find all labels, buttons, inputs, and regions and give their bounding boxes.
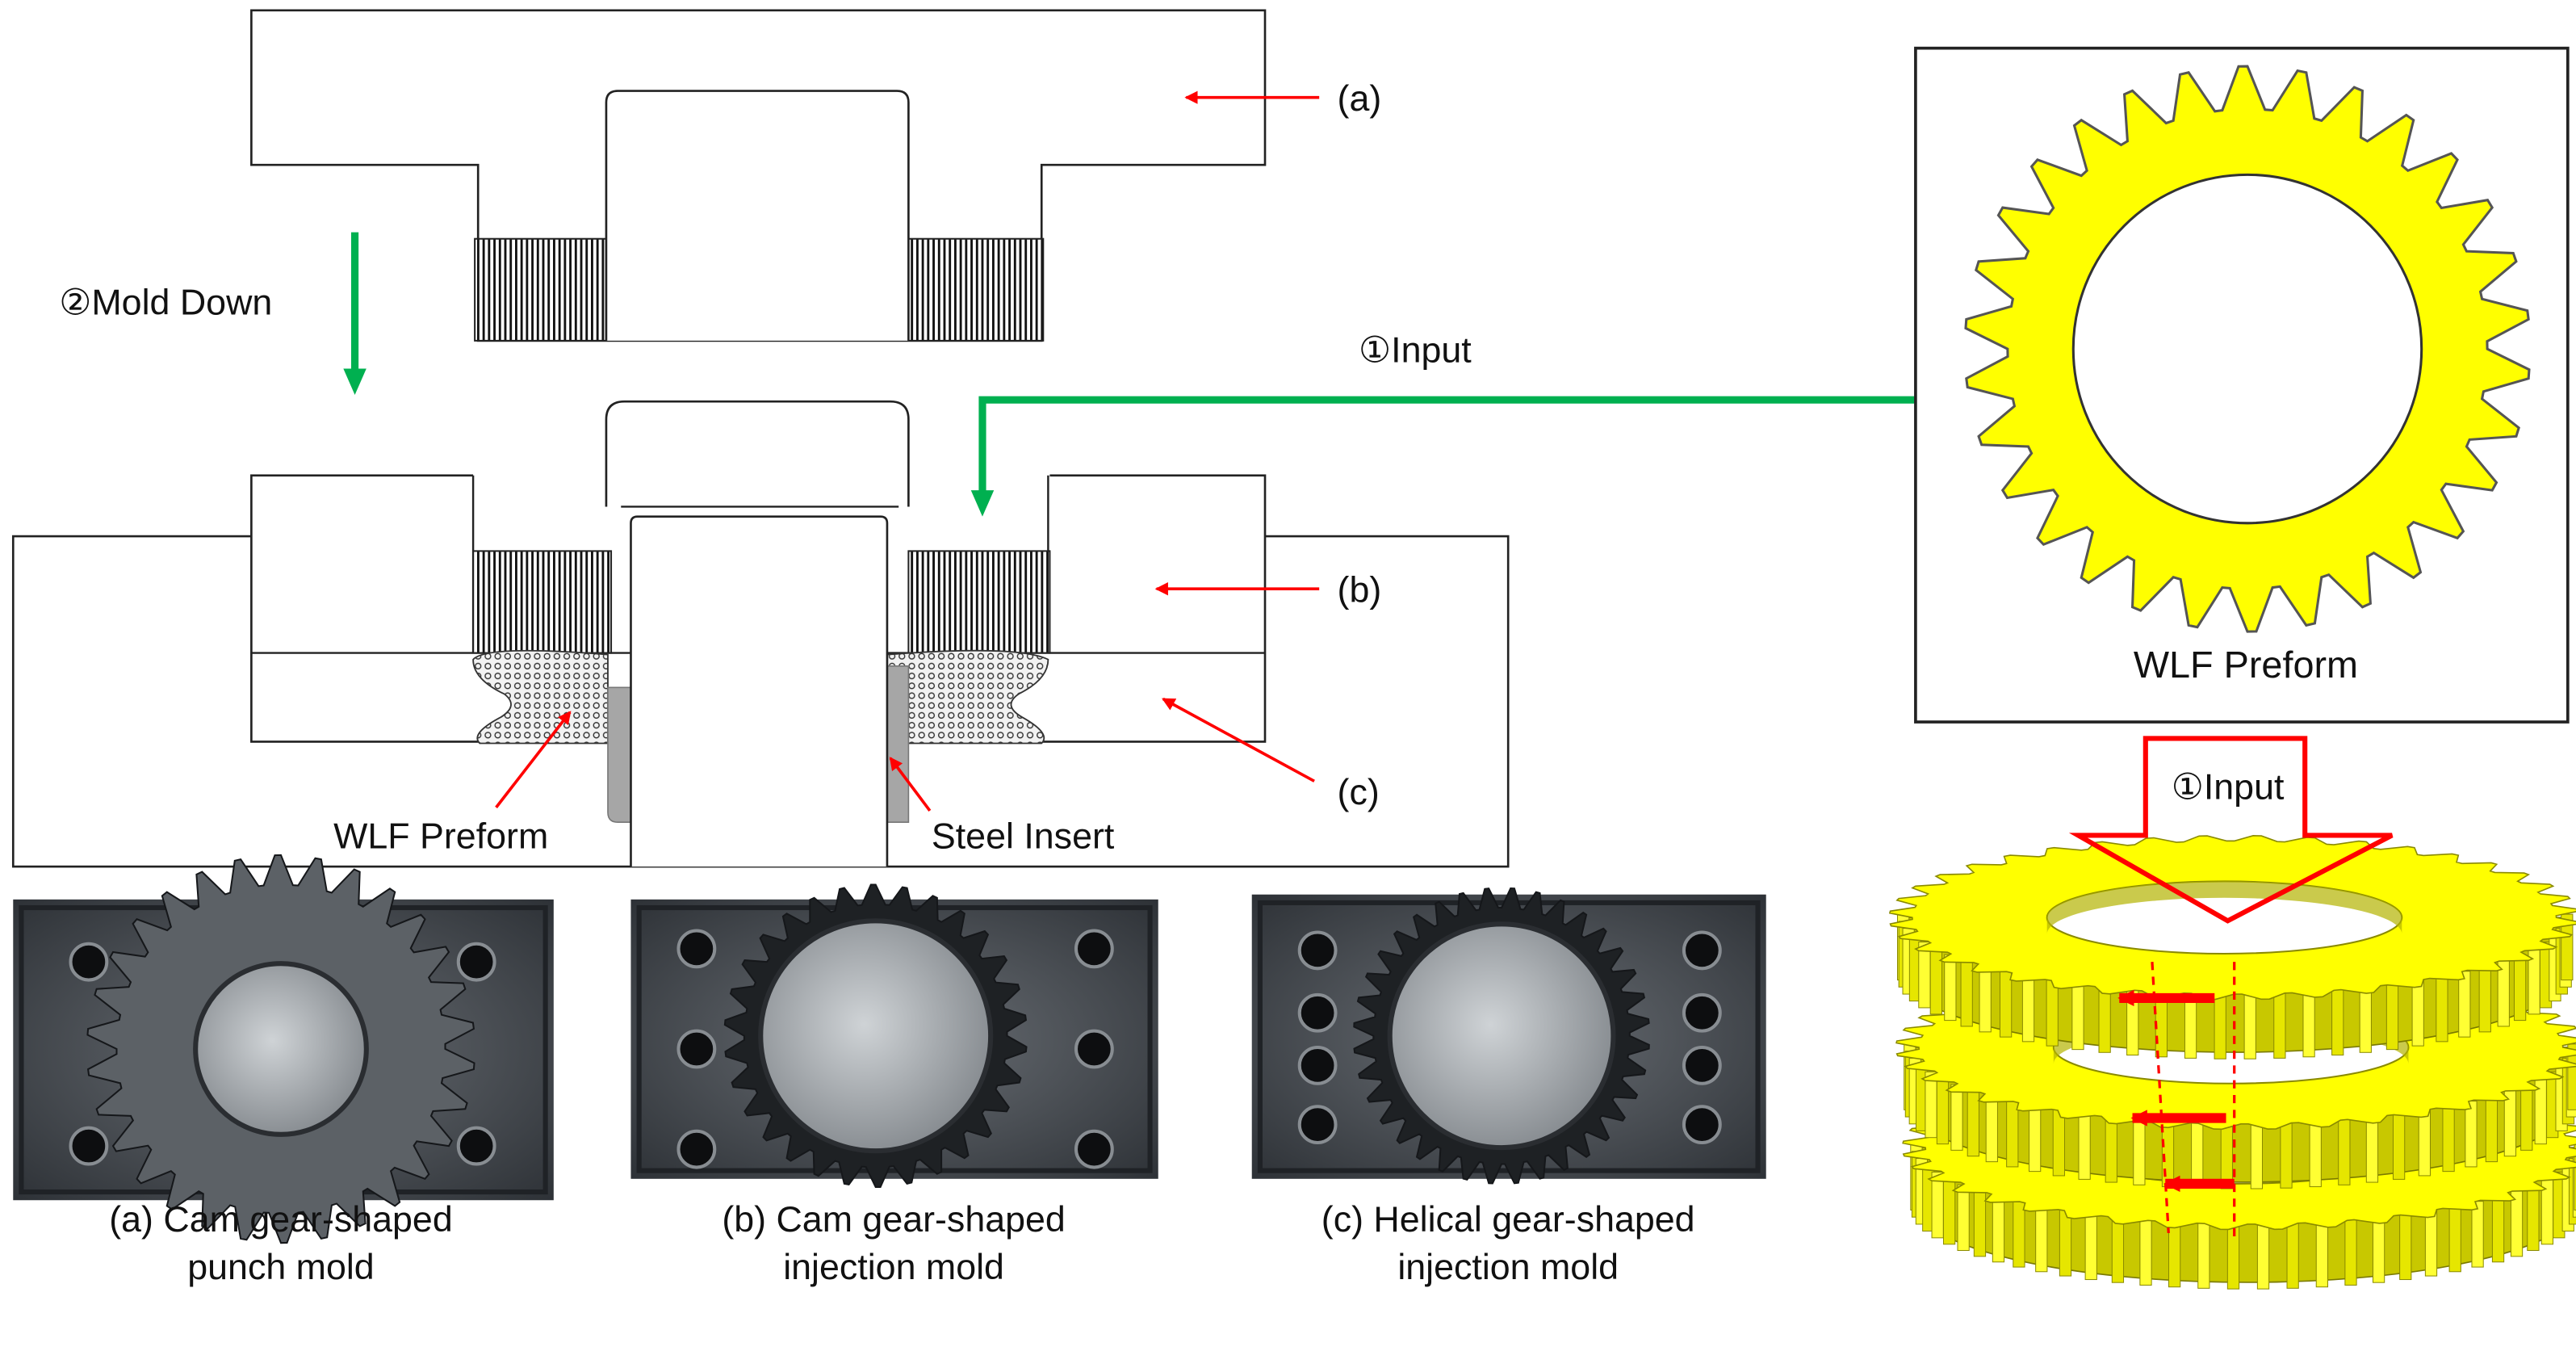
photo-b (630, 883, 1158, 1188)
photo-a (13, 854, 554, 1244)
bolt-hole (1682, 992, 1722, 1033)
photo-c-caption-line2: injection mold (1397, 1247, 1619, 1287)
label-input-top: ①Input (1359, 329, 1472, 370)
bolt-hole (1297, 992, 1338, 1033)
bolt-hole (456, 1126, 496, 1166)
bolt-hole (676, 929, 717, 969)
bolt-hole (1297, 930, 1338, 971)
bolt-hole (1074, 929, 1114, 969)
photo-a-caption-line2: punch mold (187, 1247, 374, 1287)
stacked-gear-3d: ①Input (1888, 736, 2576, 1290)
photo-c (1251, 887, 1766, 1185)
photo-b-caption-line2: injection mold (783, 1247, 1004, 1287)
input-flow-arrow (978, 396, 1916, 494)
bolt-hole (1074, 1029, 1114, 1069)
label-input-3d: ①Input (2172, 767, 2285, 808)
label-steel-insert: Steel Insert (932, 816, 1115, 857)
gear-layer-3 (1888, 835, 2576, 1059)
input-big-arrow (2068, 736, 2394, 924)
bolt-hole (1682, 1105, 1722, 1145)
bolt-hole (1682, 930, 1722, 971)
panel-gear-bore (2071, 173, 2423, 525)
steel-insert-right (886, 665, 910, 823)
bolt-hole (1074, 1129, 1114, 1169)
injection-mold-section (11, 400, 1510, 868)
mold-photos (13, 854, 1766, 1244)
label-b: (b) (1338, 569, 1382, 610)
label-c: (c) (1338, 772, 1380, 812)
wlf-preform-panel: WLF Preform (1914, 46, 2570, 724)
photo-a-caption-line1: (a) Cam gear-shaped (109, 1199, 452, 1240)
bolt-hole (69, 1126, 109, 1166)
green-arrows (343, 232, 1916, 517)
photo-c-caption-line1: (c) Helical gear-shaped (1322, 1199, 1695, 1240)
steel-insert-left (607, 686, 632, 823)
label-a: (a) (1338, 78, 1382, 119)
label-arrows (495, 90, 1320, 812)
label-mold-down: ②Mold Down (59, 282, 272, 322)
punch-mold-section (250, 9, 1267, 342)
photo-b-caption-line1: (b) Cam gear-shaped (722, 1199, 1065, 1240)
bolt-hole (1297, 1045, 1338, 1085)
bolt-hole (1682, 1045, 1722, 1085)
bolt-hole (1297, 1105, 1338, 1145)
bolt-hole (69, 942, 109, 982)
label-wlf-preform-panel: WLF Preform (2134, 644, 2358, 686)
wlf-preform-left (472, 649, 609, 745)
wlf-preform-right (886, 649, 1049, 745)
bolt-hole (456, 942, 496, 982)
bolt-hole (676, 1129, 717, 1169)
label-wlf-preform-section: WLF Preform (333, 816, 548, 857)
bolt-hole (676, 1029, 717, 1069)
